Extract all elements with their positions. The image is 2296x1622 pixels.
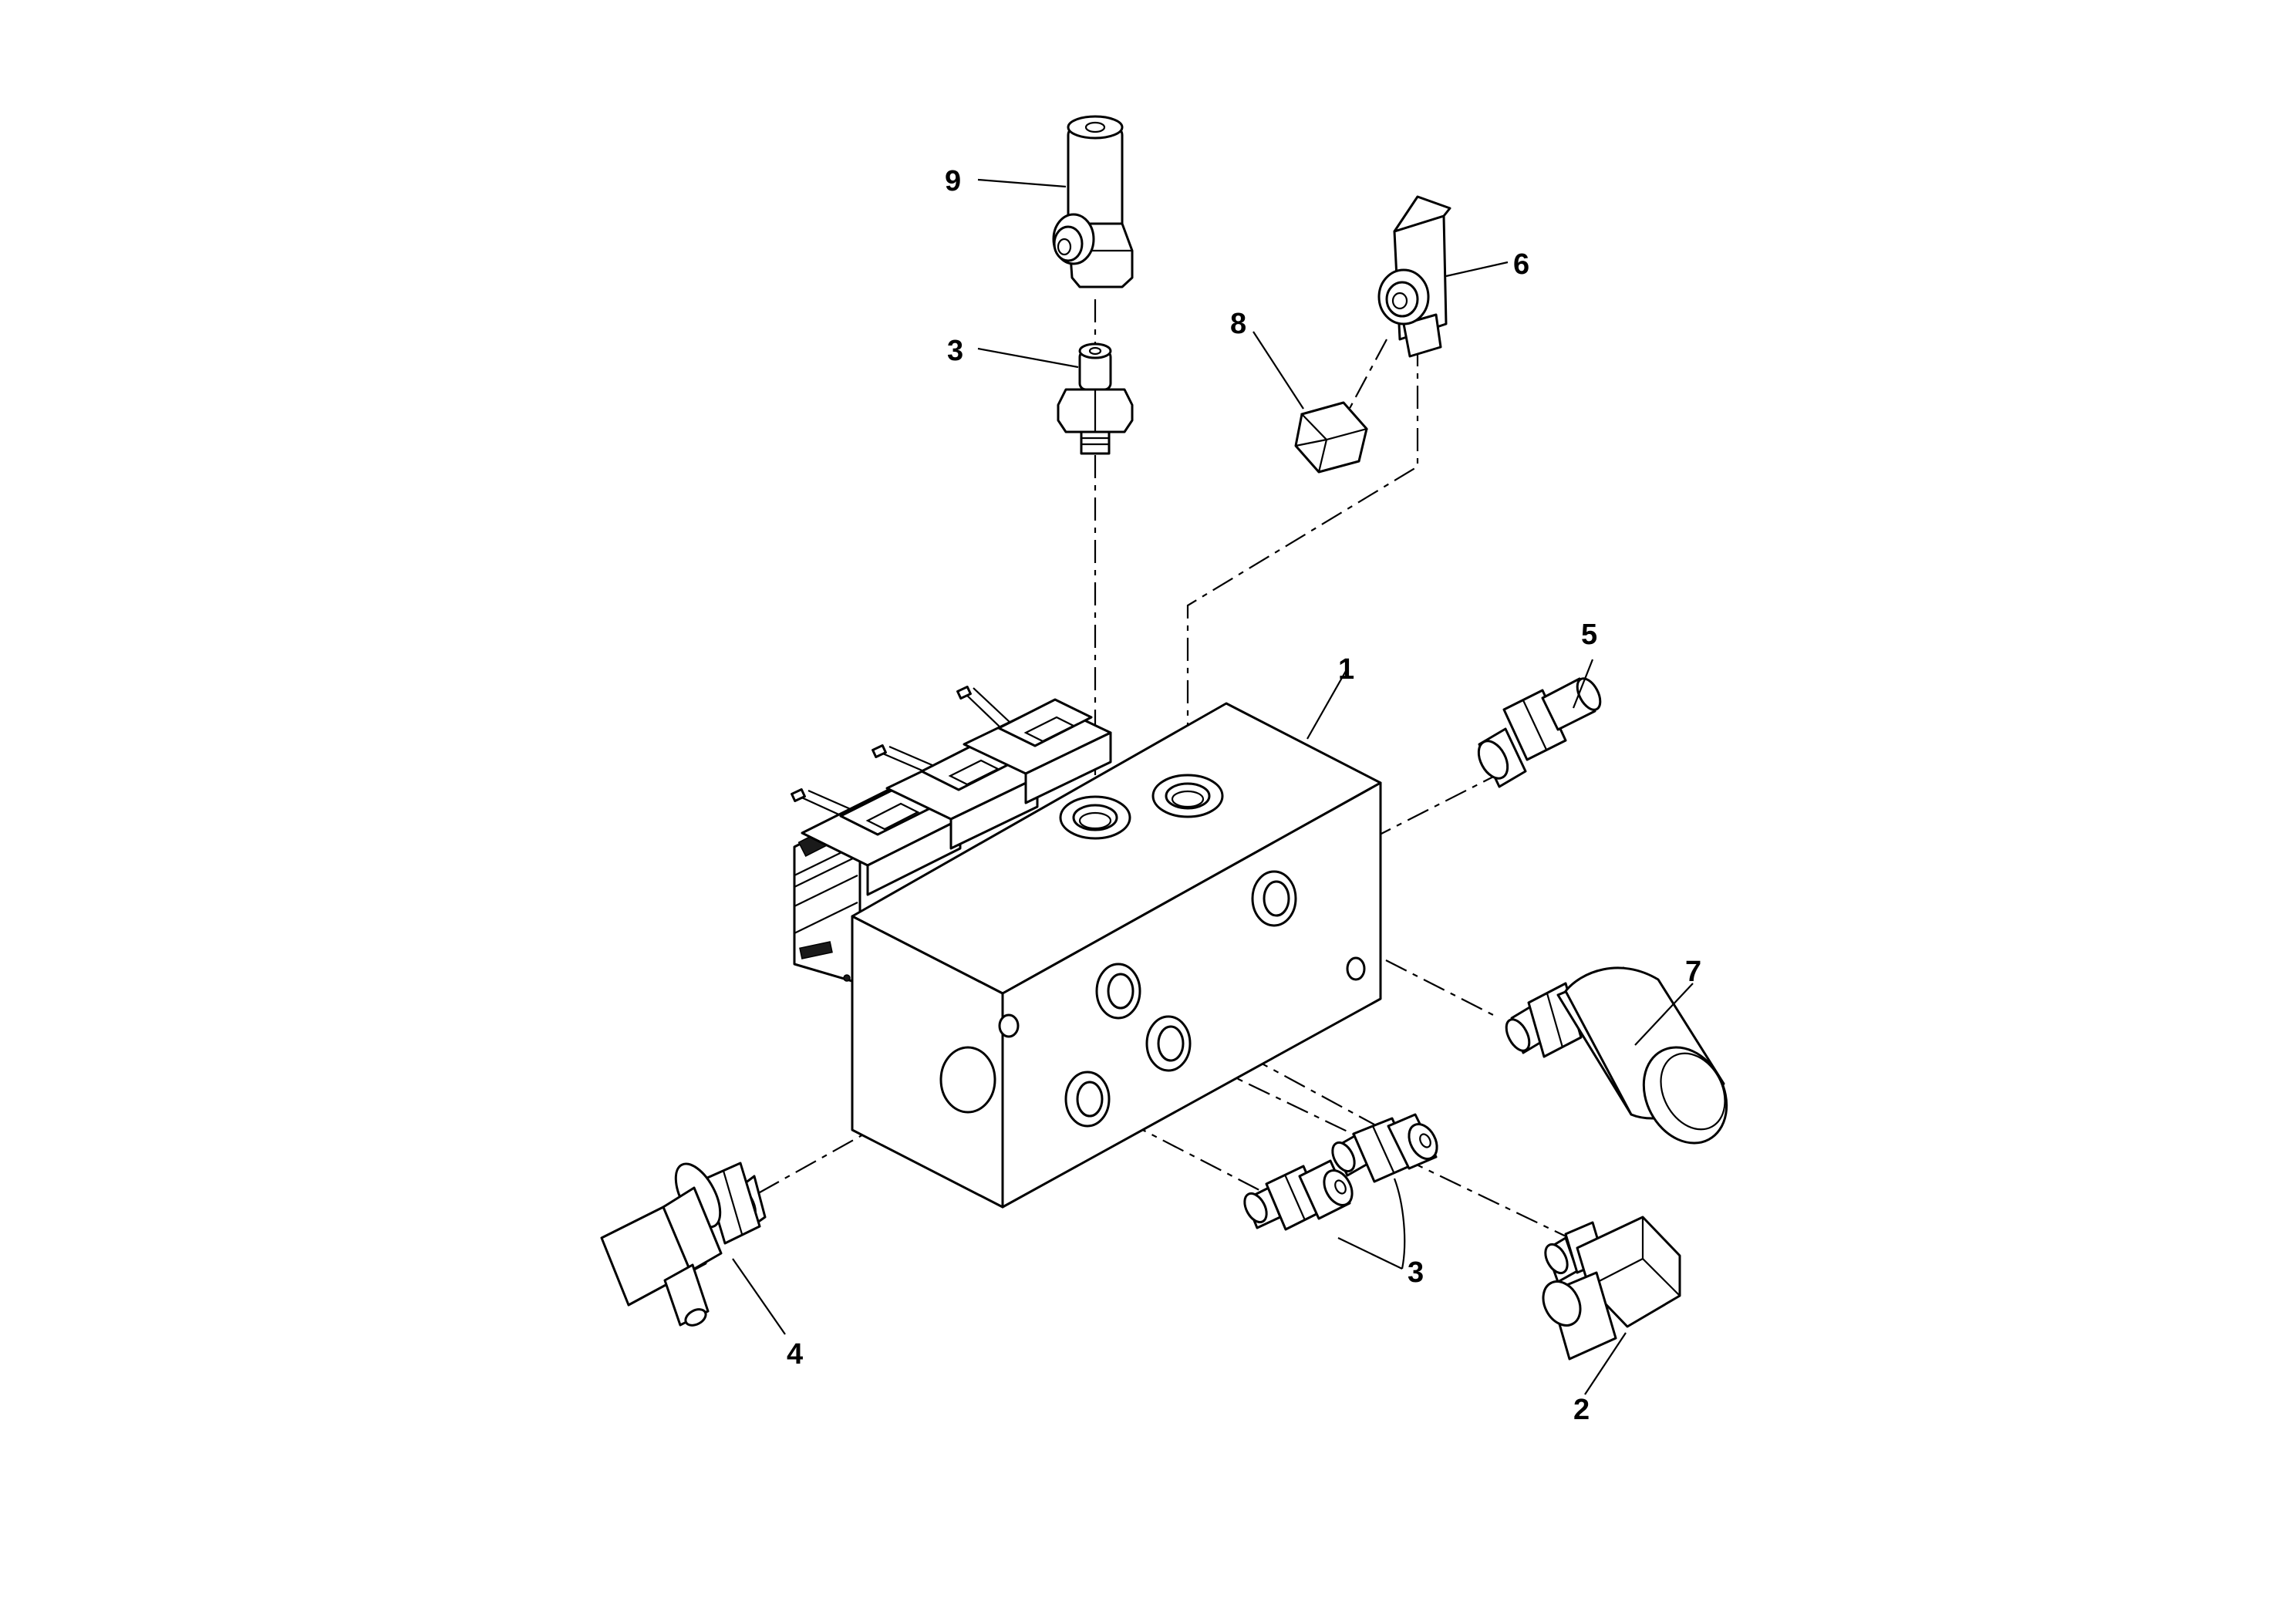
end-mounting-hole <box>998 1013 1020 1038</box>
callout-3-top: 3 <box>947 335 963 367</box>
straight-fitting-5 <box>1477 677 1602 788</box>
callout-9: 9 <box>945 165 961 197</box>
side-mounting-hole <box>1346 956 1366 981</box>
side-port-middle-lower <box>1145 1015 1192 1072</box>
solenoid-valve-stack <box>791 686 1112 985</box>
callout-6: 6 <box>1513 248 1529 281</box>
side-port-upper-right <box>1251 870 1297 927</box>
callout-2: 2 <box>1573 1394 1590 1426</box>
callout-7: 7 <box>1685 956 1701 988</box>
straight-fitting-3-top <box>1057 342 1134 455</box>
side-port-middle-upper <box>1095 963 1141 1020</box>
elbow-fitting-6 <box>1377 195 1451 358</box>
elbow-fitting-9 <box>1052 115 1134 288</box>
straight-fitting-3-bottom <box>1243 1159 1354 1231</box>
callout-8: 8 <box>1230 308 1246 340</box>
sensor-4 <box>600 1162 767 1327</box>
leader-lines <box>732 178 1694 1395</box>
end-port-large <box>939 1046 996 1114</box>
side-port-lower-left <box>1064 1071 1111 1128</box>
elbow-fitting-2 <box>1542 1216 1681 1361</box>
top-port-right <box>1151 774 1224 818</box>
manifold-block <box>851 702 1382 1209</box>
callout-5: 5 <box>1581 619 1597 651</box>
assembly-axis-lines <box>740 299 1578 1243</box>
pressure-switch-7 <box>1505 966 1728 1145</box>
callout-4: 4 <box>787 1338 803 1371</box>
straight-fitting-3-middle <box>1331 1113 1438 1183</box>
top-port-left <box>1059 795 1131 840</box>
hex-plug-8 <box>1294 401 1368 474</box>
callout-3-bottom: 3 <box>1408 1256 1424 1289</box>
callout-labels: 9 3 8 6 1 5 7 3 2 4 <box>787 165 1701 1426</box>
callout-1: 1 <box>1338 653 1354 686</box>
